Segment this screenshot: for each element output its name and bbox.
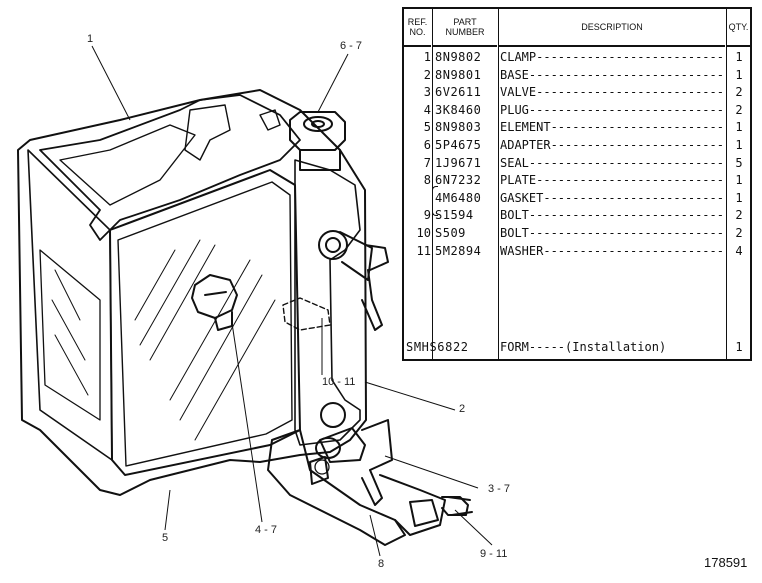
row-ref-no: 9 [423,208,431,223]
row-description: CLAMP-----------------------------------… [500,50,726,64]
row-description: GASKET----------------------------------… [500,190,726,205]
drain-plug [191,274,238,331]
row-part-number: 6V2611 [435,85,482,100]
table-row: 8 6N7232 PLATE----------------------------… [404,172,750,189]
row-description: BOLT------------------------------------… [500,208,726,223]
row-qty: 1 [735,173,743,188]
form-part-number: SMHS6822 [406,340,469,354]
row-ref-no: 11 [416,243,431,258]
lower-valve [315,402,393,506]
row-description: WASHER----------------------------------… [500,243,726,258]
row-description: PLATE-----------------------------------… [500,173,726,188]
row-description: ADAPTER---------------------------------… [500,138,726,152]
row-ref-no: 6 [423,138,431,152]
housing-outline [17,89,367,496]
table-row: 3 6V2611 VALVE----------------------------… [404,84,750,101]
header-qty: QTY. [727,9,750,47]
washer [314,459,330,475]
callout-9-11: 9 - 11 [480,548,508,560]
row-part-number: 1J9671 [435,155,482,170]
row-part-number: 8N9801 [435,67,482,82]
table-row: 10 S509 BOLT------------------------------… [404,225,750,242]
row-ref-no: 5 [423,120,431,135]
row-qty: 1 [735,67,743,82]
row-description: PLUG------------------------------------… [500,102,726,117]
bolt [441,496,473,516]
row-description: ELEMENT---------------------------------… [500,120,726,135]
table-row: 1 8N9802 CLAMP----------------------------… [404,49,750,66]
upper-valve [318,230,389,331]
row-qty: 2 [735,226,743,240]
row-ref-no: 4 [423,102,431,117]
table-row: 6 5P4675 ADAPTER--------------------------… [404,137,750,154]
base-frame [294,159,361,446]
row-qty: 1 [735,120,743,135]
column-divider [498,9,499,359]
callout-10-11: 10 - 11 [322,376,356,388]
housing-side-face [27,149,113,461]
header-description: DESCRIPTION [499,9,725,47]
row-part-number: 8N9803 [435,120,482,135]
row-ref-no: 10 [416,226,431,240]
row-part-number: 3K8460 [435,102,482,117]
table-row: 2 8N9801 BASE-----------------------------… [404,67,750,84]
row-part-number: S1594 [435,208,474,223]
adapter-fitting [289,111,346,171]
row-description: BASE------------------------------------… [500,67,726,82]
row-ref-no: 8 [423,173,431,188]
row-part-number: 4M6480 [435,190,482,205]
table-row: 11 5M2894 WASHER--------------------------… [404,243,750,260]
form-description: FORM-----(Installation) [500,340,667,354]
column-divider [432,9,433,359]
callout-3-7: 3 - 7 [488,483,511,495]
row-part-number: S509 [435,226,466,240]
row-qty: 2 [735,102,743,117]
row-qty: 1 [735,190,743,205]
row-qty: 2 [735,85,743,100]
top-clamp [39,94,301,241]
form-row: SMHS6822 FORM-----(Installation) 1 [404,339,750,356]
row-qty: 1 [735,138,743,152]
row-part-number: 5M2894 [435,243,482,258]
column-divider [726,9,727,359]
row-ref-no: 1 [423,50,431,64]
table-row: 7 1J9671 SEAL-----------------------------… [404,155,750,172]
table-row: 4M6480 GASKET----------------------------… [404,190,750,207]
seal [282,297,331,331]
row-ref-no: 3 [423,85,431,100]
row-description: SEAL------------------------------------… [500,155,726,170]
row-part-number: 6N7232 [435,173,482,188]
housing-front-face [109,169,301,476]
header-ref-no: REF. NO. [404,9,431,47]
figure-number: 178591 [704,555,748,570]
row-ref-no: 2 [423,67,431,82]
row-description: BOLT------------------------------------… [500,226,726,240]
callout-5: 5 [162,532,169,544]
row-qty: 4 [735,243,743,258]
row-part-number: 5P4675 [435,138,482,152]
header-part-number: PART NUMBER [433,9,497,47]
callout-6-7: 6 - 7 [340,40,363,52]
table-row: 9 S1594 BOLT------------------------------… [404,207,750,224]
row-part-number: 8N9802 [435,50,482,64]
mounting-plate [267,429,446,546]
table-row: 4 3K8460 PLUG-----------------------------… [404,102,750,119]
callout-1: 1 [87,33,94,45]
row-ref-no: 7 [423,155,431,170]
table-row: 5 8N9803 ELEMENT--------------------------… [404,119,750,136]
row-qty: 2 [735,208,743,223]
row-description: VALVE-----------------------------------… [500,85,726,100]
callout-2: 2 [459,403,466,415]
form-qty: 1 [735,340,743,354]
row-qty: 1 [735,50,743,64]
group-brace-ref-8 [432,186,438,216]
callout-8: 8 [378,558,385,570]
row-qty: 5 [735,155,743,170]
callout-4-7: 4 - 7 [255,524,278,536]
